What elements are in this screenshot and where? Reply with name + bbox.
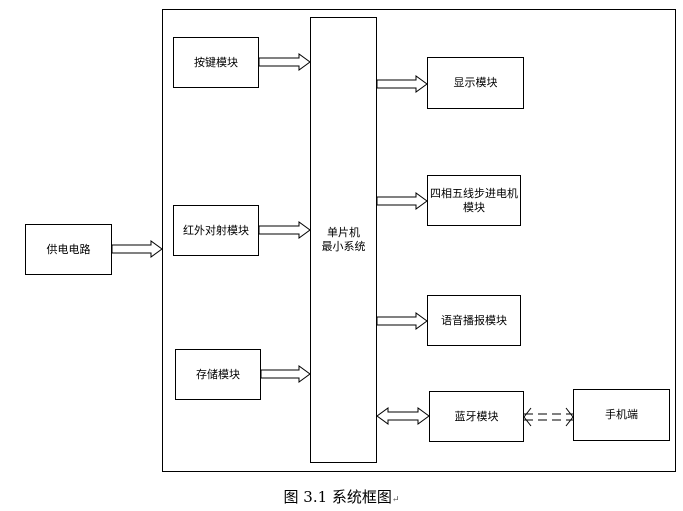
power-supply-label: 供电电路 — [46, 242, 91, 256]
figure-caption: 图 3.1 系统框图↵ — [0, 486, 683, 507]
bluetooth-module-label: 蓝牙模块 — [454, 409, 499, 423]
ir-module-block: 红外对射模块 — [173, 205, 259, 256]
arrow-mcu-bluetooth-bidirectional — [376, 407, 430, 425]
arrow-mcu-to-voice — [376, 312, 428, 330]
stepper-motor-block: 四相五线步进电机 模块 — [427, 175, 521, 226]
arrow-mcu-to-display — [376, 75, 428, 93]
display-module-block: 显示模块 — [427, 57, 524, 109]
mcu-block: 单片机 最小系统 — [310, 17, 377, 463]
ir-module-label: 红外对射模块 — [183, 223, 249, 237]
system-boundary — [162, 9, 676, 472]
phone-block: 手机端 — [573, 389, 670, 441]
phone-label: 手机端 — [605, 408, 638, 421]
key-module-block: 按键模块 — [173, 37, 259, 88]
voice-module-label: 语音播报模块 — [441, 313, 507, 327]
voice-module-block: 语音播报模块 — [427, 295, 521, 346]
arrow-storage-to-mcu — [260, 365, 311, 383]
mcu-label: 单片机 最小系统 — [321, 226, 366, 253]
arrow-power-to-system — [111, 240, 163, 258]
bluetooth-module-block: 蓝牙模块 — [429, 391, 524, 442]
stepper-motor-label: 四相五线步进电机 模块 — [430, 186, 518, 214]
key-module-label: 按键模块 — [194, 55, 238, 69]
storage-module-label: 存储模块 — [196, 367, 240, 381]
display-module-label: 显示模块 — [453, 76, 498, 89]
arrow-keys-to-mcu — [258, 53, 311, 71]
arrow-ir-to-mcu — [258, 221, 311, 239]
arrow-mcu-to-motor — [376, 192, 428, 210]
wireless-link-bluetooth-phone — [523, 407, 574, 427]
power-supply-block: 供电电路 — [25, 224, 112, 275]
storage-module-block: 存储模块 — [175, 349, 261, 400]
figure-caption-text: 图 3.1 系统框图 — [283, 488, 392, 506]
paragraph-mark-icon: ↵ — [391, 495, 400, 505]
